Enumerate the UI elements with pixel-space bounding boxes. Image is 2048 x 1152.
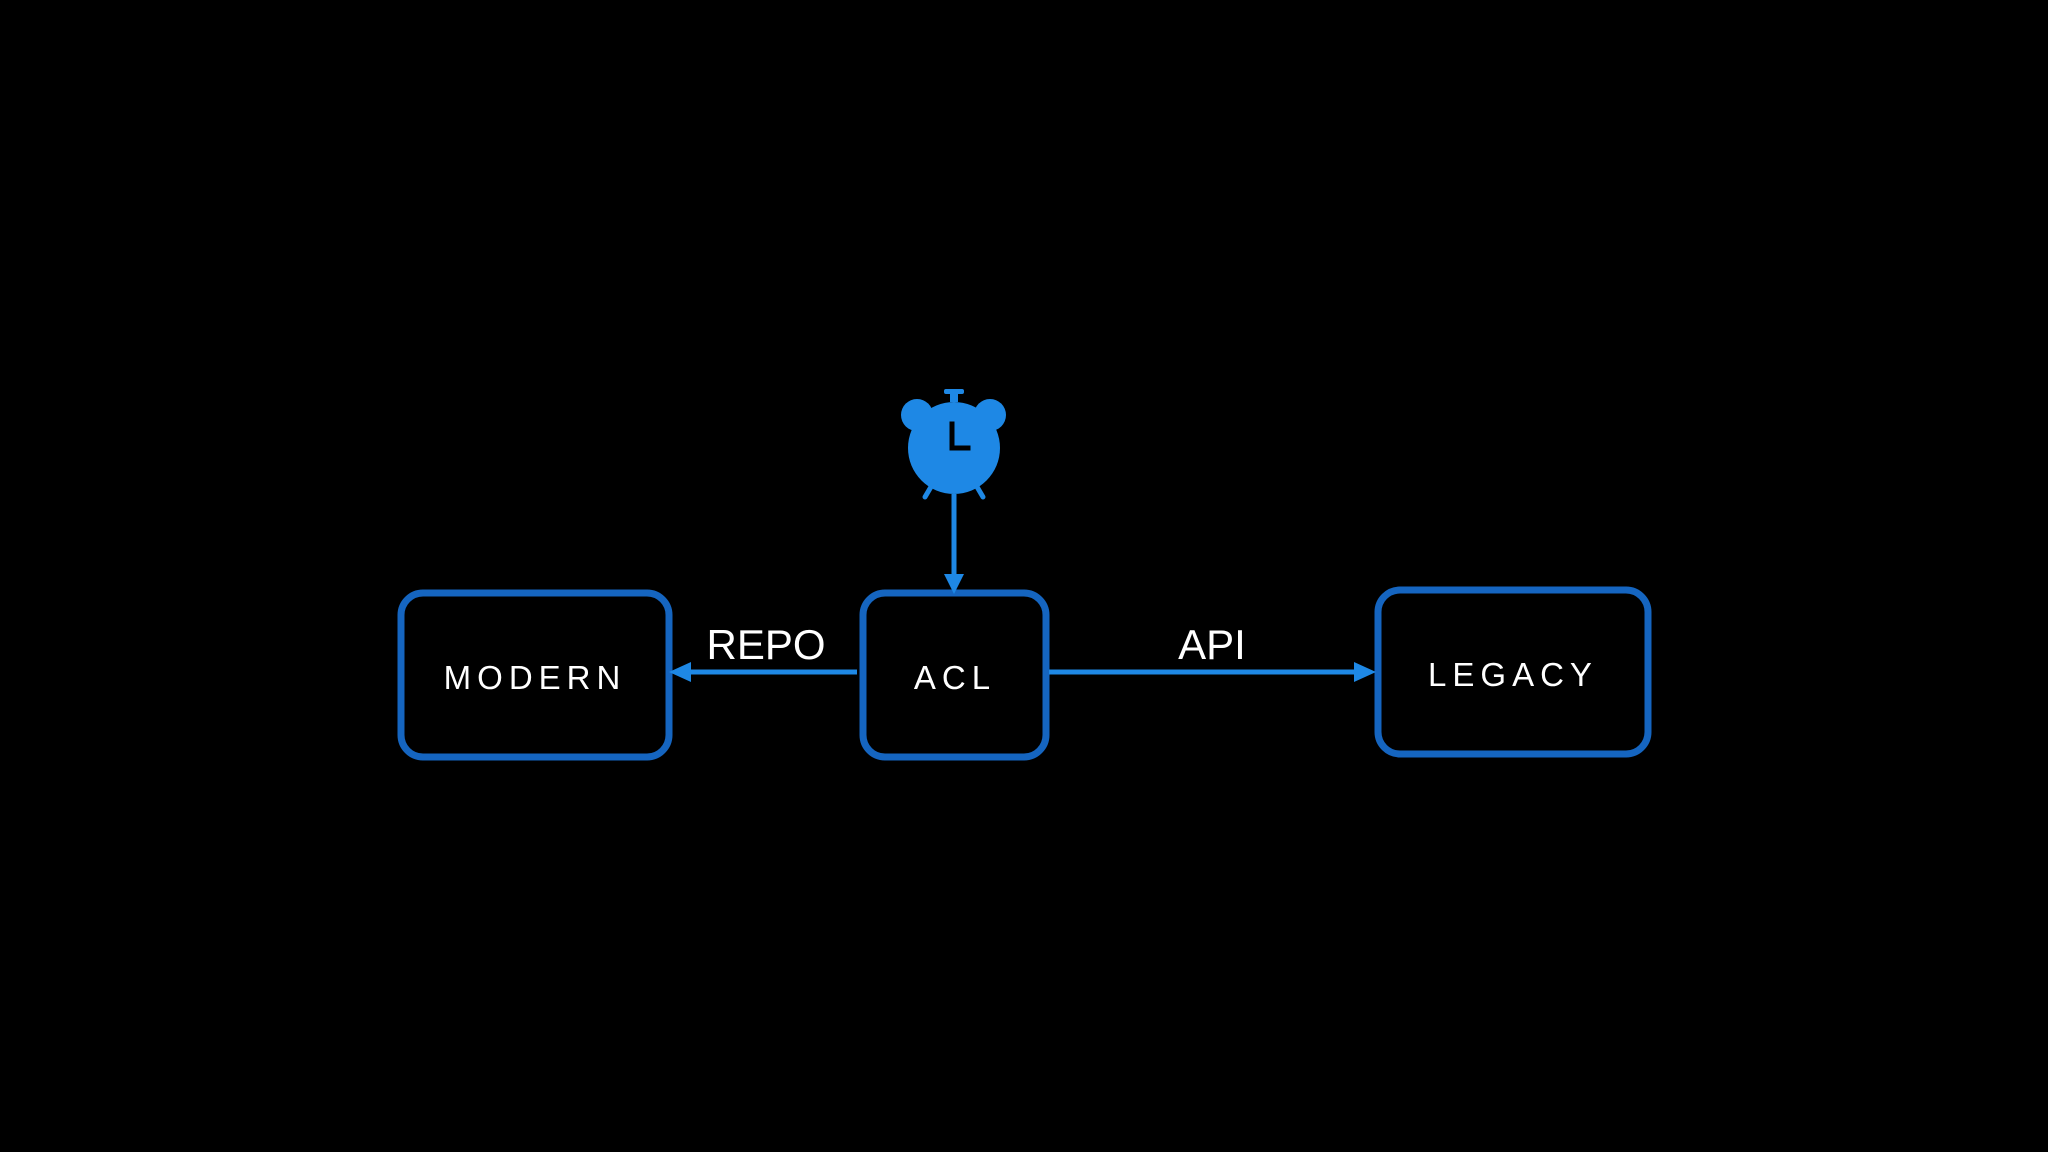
legacy-label: LEGACY: [1428, 656, 1598, 693]
legacy-box: [1374, 586, 1652, 758]
repo-arrowhead: [669, 662, 691, 682]
alarm-clock-icon: [901, 389, 1006, 500]
modern-box: [397, 589, 673, 761]
timer-arrowhead: [944, 574, 964, 594]
modern-label: MODERN: [444, 659, 627, 696]
api-label: API: [1178, 621, 1246, 668]
acl-label: ACL: [914, 659, 996, 696]
repo-label: REPO: [706, 621, 825, 668]
api-arrowhead: [1354, 662, 1376, 682]
